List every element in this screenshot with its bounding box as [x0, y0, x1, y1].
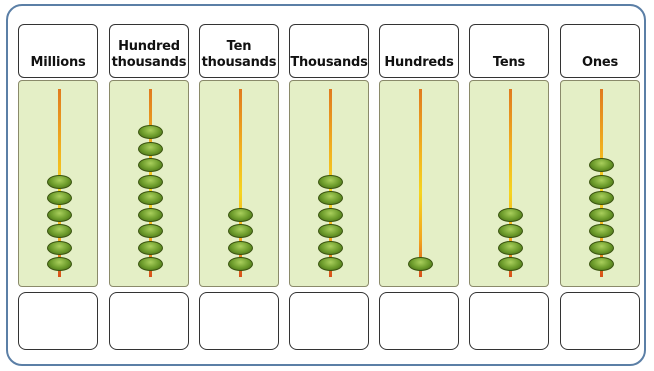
place-value-label: Hundred thousands [109, 24, 189, 78]
answer-box[interactable] [18, 292, 98, 350]
bead [318, 240, 343, 255]
bead [47, 191, 72, 205]
bead [228, 224, 253, 238]
bead [318, 224, 343, 238]
bead [138, 174, 163, 189]
bead [138, 257, 163, 271]
bead [228, 257, 253, 271]
rod [239, 89, 242, 277]
bead [138, 207, 163, 222]
bead [498, 207, 523, 222]
bead [228, 240, 253, 255]
bead [47, 257, 72, 271]
bead [318, 207, 343, 222]
bead [138, 224, 163, 238]
answer-box[interactable] [109, 292, 189, 350]
bead [318, 257, 343, 271]
bead [138, 125, 163, 139]
bead [138, 191, 163, 205]
rod [509, 89, 512, 277]
place-value-label: Millions [18, 24, 98, 78]
bead-panel [379, 80, 459, 287]
bead-panel [18, 80, 98, 287]
bead [498, 257, 523, 271]
answer-box[interactable] [379, 292, 459, 350]
bead [47, 174, 72, 189]
bead [228, 207, 253, 222]
bead [498, 224, 523, 238]
rod [419, 89, 422, 277]
place-value-label: Ones [560, 24, 640, 78]
bead [589, 207, 614, 222]
bead [138, 141, 163, 156]
place-value-label: Hundreds [379, 24, 459, 78]
bead-panel [560, 80, 640, 287]
place-value-label: Tens [469, 24, 549, 78]
bead [47, 240, 72, 255]
bead [498, 240, 523, 255]
place-value-label: Thousands [289, 24, 369, 78]
bead [408, 257, 433, 271]
bead [47, 224, 72, 238]
bead-panel [109, 80, 189, 287]
bead [47, 207, 72, 222]
answer-box[interactable] [469, 292, 549, 350]
bead [138, 240, 163, 255]
bead [589, 174, 614, 189]
place-value-label: Ten thousands [199, 24, 279, 78]
bead [589, 224, 614, 238]
bead-panel [289, 80, 369, 287]
bead [138, 158, 163, 172]
bead [589, 158, 614, 172]
answer-box[interactable] [560, 292, 640, 350]
bead-panel [199, 80, 279, 287]
answer-box[interactable] [289, 292, 369, 350]
bead [318, 174, 343, 189]
bead [589, 191, 614, 205]
bead [589, 240, 614, 255]
answer-box[interactable] [199, 292, 279, 350]
bead [318, 191, 343, 205]
bead [589, 257, 614, 271]
bead-panel [469, 80, 549, 287]
